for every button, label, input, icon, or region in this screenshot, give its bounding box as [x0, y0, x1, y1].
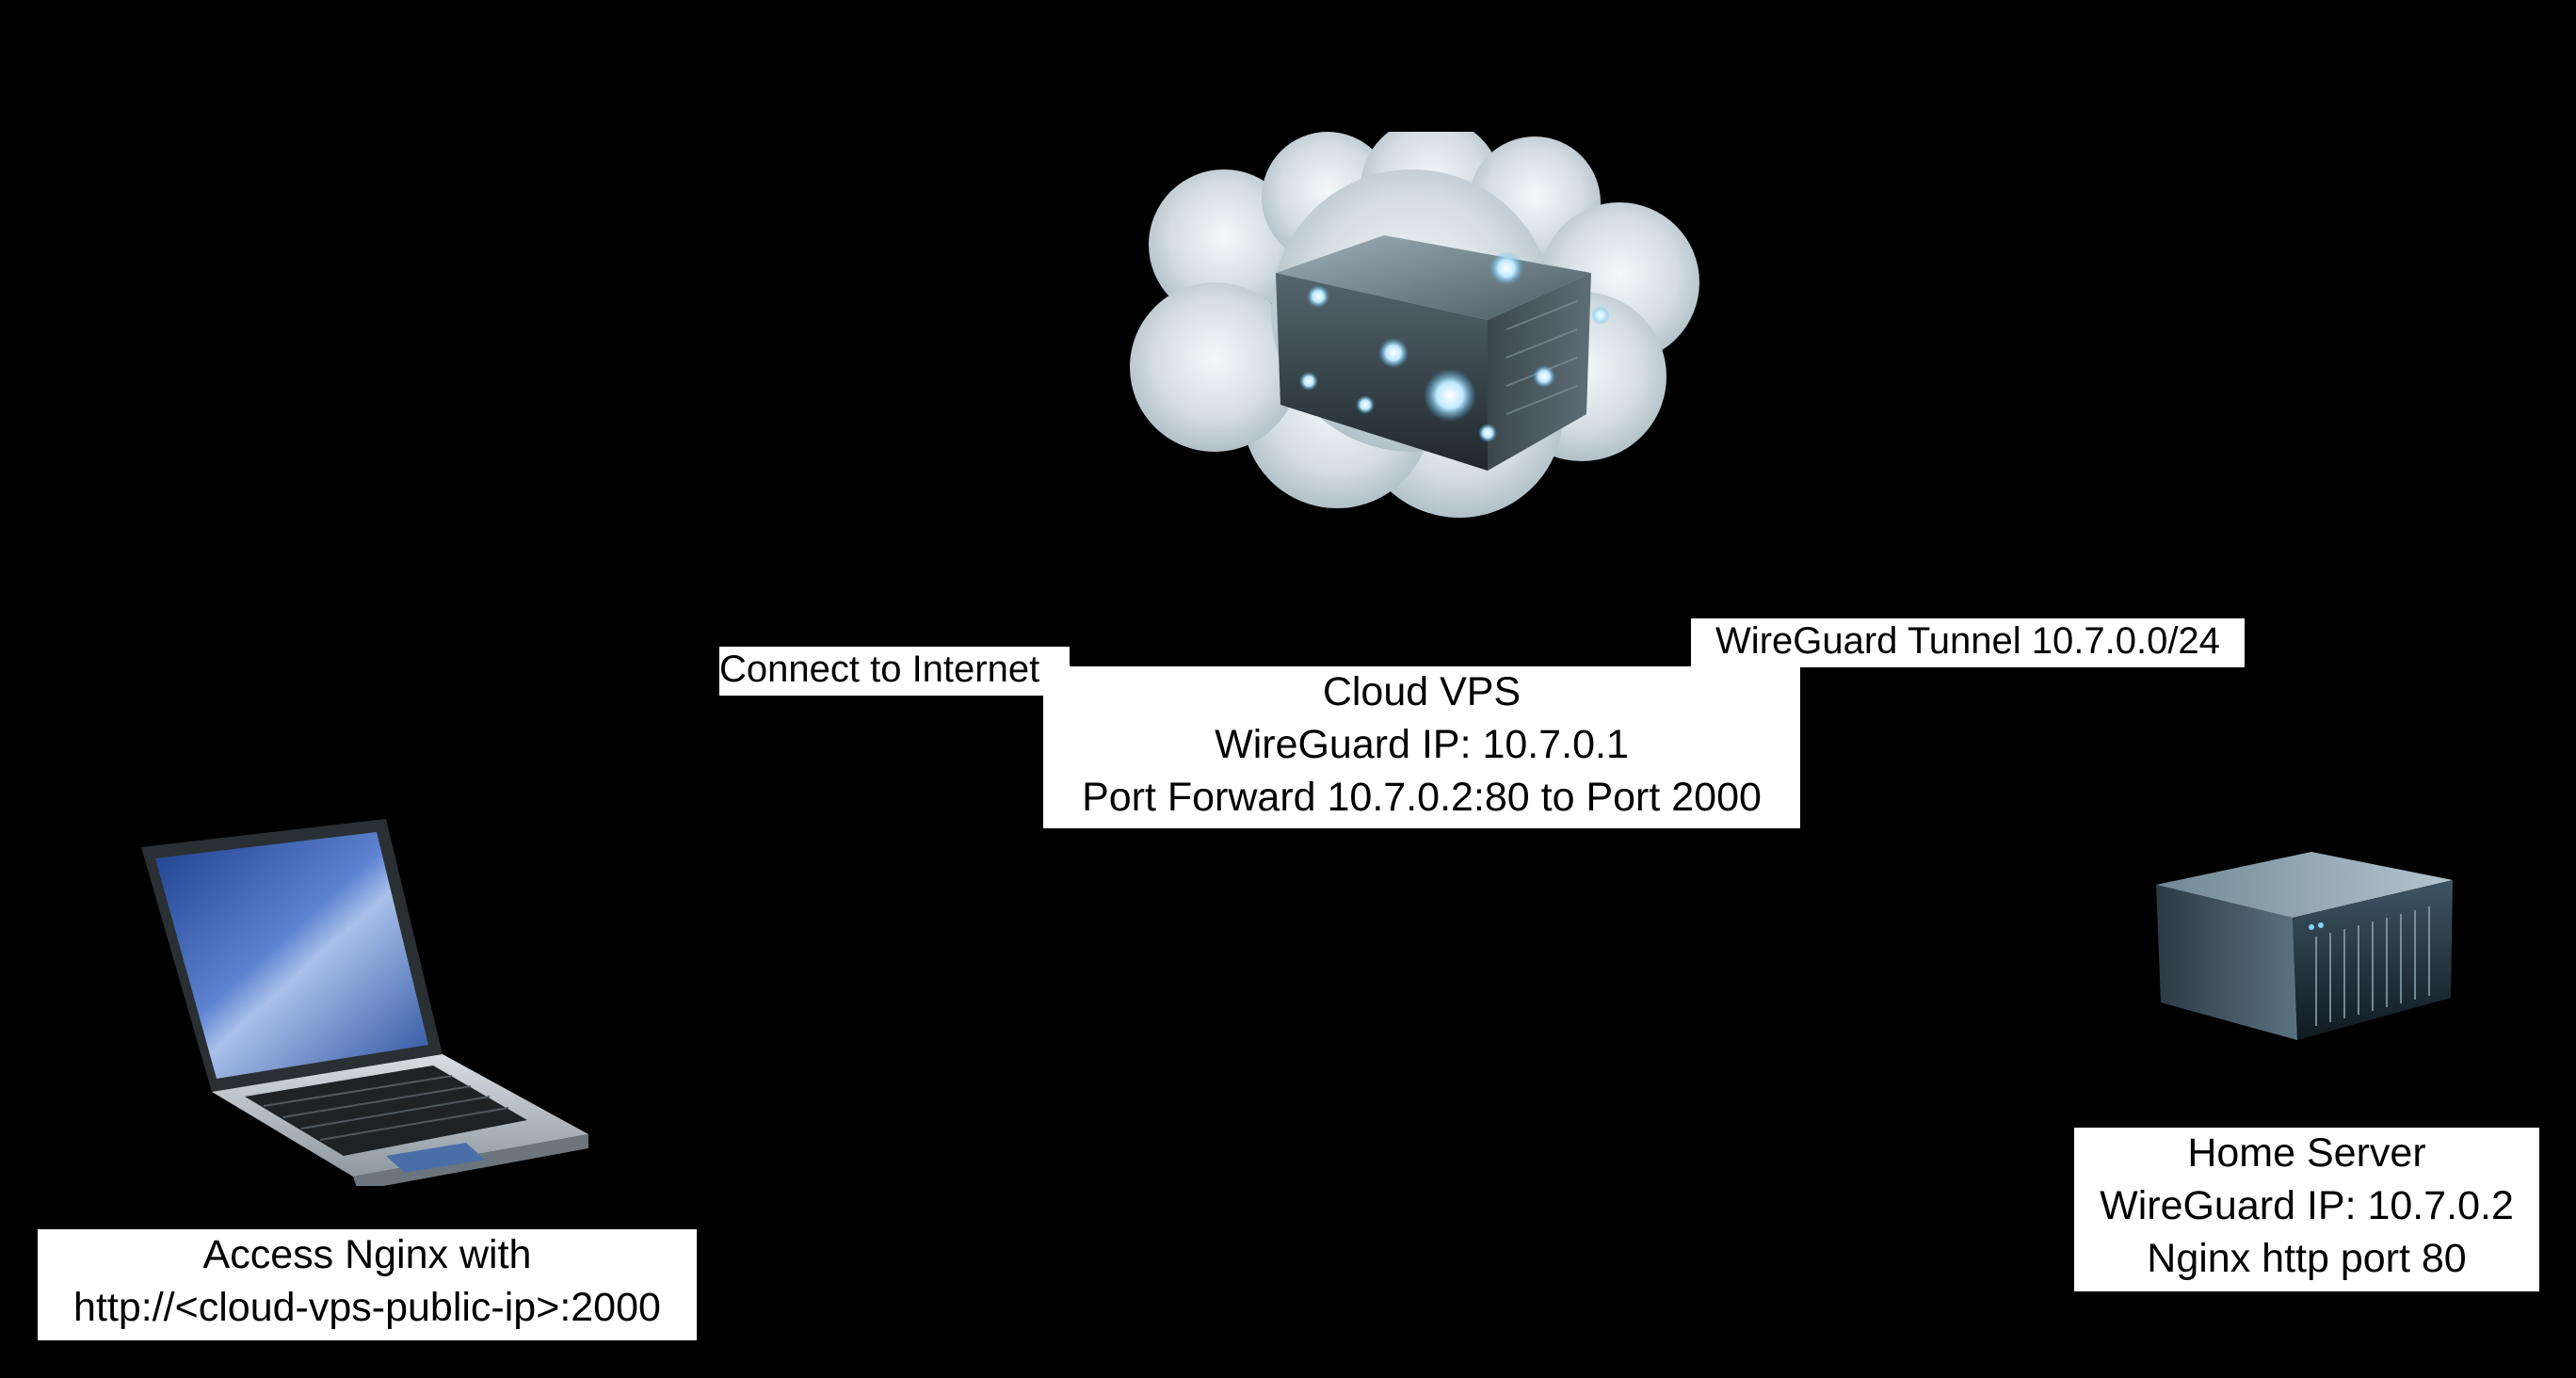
- laptop-label-line-2: http://<cloud-vps-public-ip>:2000: [73, 1284, 661, 1330]
- cloud-server-icon: [1130, 132, 1699, 518]
- laptop-icon: [141, 819, 588, 1186]
- home-server-label: Home Server WireGuard IP: 10.7.0.2 Nginx…: [2074, 1128, 2539, 1291]
- home-server-port: Nginx http port 80: [2147, 1235, 2467, 1281]
- internet-edge-label: Connect to Internet: [719, 647, 1070, 696]
- cloud-vps-title: Cloud VPS: [1322, 669, 1521, 714]
- home-server-title: Home Server: [2187, 1130, 2426, 1176]
- cloud-vps-ip: WireGuard IP: 10.7.0.1: [1215, 721, 1629, 767]
- laptop-label: Access Nginx with http://<cloud-vps-publ…: [38, 1229, 697, 1340]
- laptop-label-line-1: Access Nginx with: [202, 1232, 532, 1277]
- cloud-vps-forward: Port Forward 10.7.0.2:80 to Port 2000: [1082, 774, 1762, 820]
- home-server-ip: WireGuard IP: 10.7.0.2: [2100, 1182, 2514, 1228]
- cloud-vps-label: Cloud VPS WireGuard IP: 10.7.0.1 Port Fo…: [1043, 666, 1800, 828]
- tunnel-edge-label: WireGuard Tunnel 10.7.0.0/24: [1691, 618, 2245, 667]
- rack-server-icon: [2156, 852, 2453, 1040]
